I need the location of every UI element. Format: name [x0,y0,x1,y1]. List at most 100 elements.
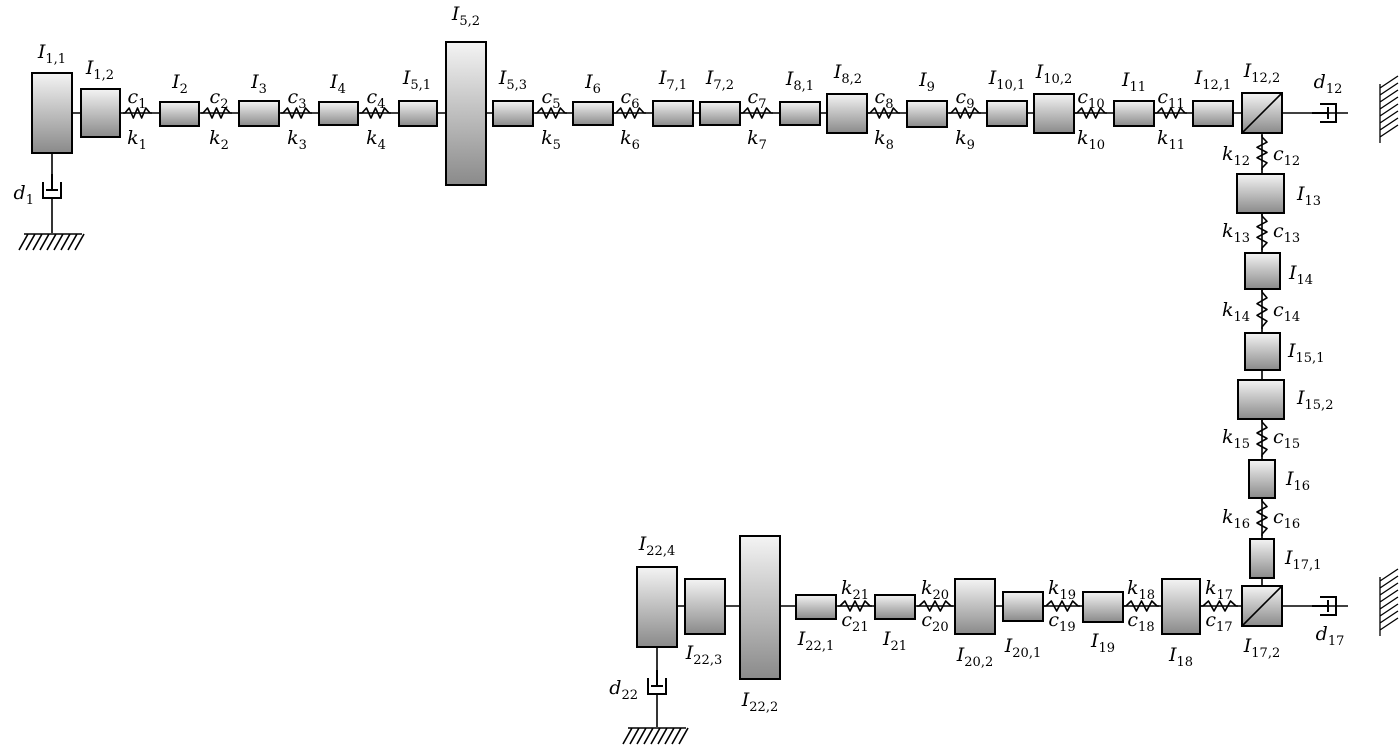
label-c2: c2 [210,86,229,112]
inertia-i1-1 [31,72,73,154]
spring-3 [281,107,312,119]
inertia-i6 [572,101,614,126]
inertia-i21 [874,594,916,620]
label-k13: k13 [1222,220,1250,246]
label-k8: k8 [874,127,894,153]
label-i10-1: I10,1 [988,67,1025,93]
wall-d12 [1379,75,1399,143]
label-c13: c13 [1273,220,1300,246]
label-c3: c3 [288,86,307,112]
label-k9: k9 [955,127,975,153]
label-i14: I14 [1288,262,1313,288]
label-i11: I11 [1121,69,1146,95]
inertia-i1-2 [80,88,121,138]
label-c4: c4 [367,86,386,112]
inertia-i22-1 [795,594,837,620]
label-i9: I9 [918,69,935,95]
spring-2 [201,107,232,119]
spring-10 [1075,107,1107,119]
label-d17: d17 [1316,623,1345,649]
label-c9: c9 [956,86,975,112]
label-k12: k12 [1222,143,1250,169]
label-k19: k19 [1048,577,1076,603]
label-c10: c10 [1077,86,1104,112]
label-i1-1: I1,1 [37,41,66,67]
label-d22: d22 [609,677,638,703]
label-i22-4: I22,4 [638,533,675,559]
label-c8: c8 [875,86,894,112]
inertia-i13 [1236,173,1285,214]
label-i7-2: I7,2 [705,67,734,93]
spring-1 [123,107,152,119]
label-k2: k2 [209,127,229,153]
spring-9 [949,107,981,119]
label-c15: c15 [1273,426,1300,452]
spring-13 [1256,214,1268,250]
inertia-i22-4 [636,566,678,648]
inertia-i8-1 [779,101,821,126]
label-k21: k21 [841,577,869,603]
inertia-i9 [906,100,948,128]
label-i13: I13 [1296,183,1321,209]
label-i17-1: I17,1 [1284,547,1321,573]
bevel-gear-mark-i17-2 [1241,585,1283,627]
label-k1: k1 [127,127,147,153]
spring-17 [1201,600,1238,612]
ground-d22 [622,727,689,745]
label-i8-1: I8,1 [785,68,814,94]
label-c11: c11 [1157,86,1184,112]
label-k15: k15 [1222,426,1250,452]
inertia-i20-2 [954,578,996,635]
label-k11: k11 [1157,127,1185,153]
label-k10: k10 [1077,127,1105,153]
inertia-i12-1 [1192,100,1234,127]
label-i18: I18 [1168,644,1193,670]
label-i4: I4 [329,71,346,97]
label-c20: c20 [921,609,948,635]
inertia-i15-2 [1237,379,1285,420]
spring-4 [360,107,391,119]
label-k20: k20 [921,577,949,603]
label-i19: I19 [1090,630,1115,656]
label-i7-1: I7,1 [658,67,687,93]
inertia-i17-1 [1249,538,1275,579]
inertias [31,41,1285,680]
spring-20 [917,600,953,612]
inertia-i11 [1113,100,1155,127]
label-i20-2: I20,2 [956,644,993,670]
inertia-i4 [318,101,359,126]
label-k16: k16 [1222,506,1250,532]
inertia-i15-1 [1244,332,1281,371]
damper-d22 [647,670,667,695]
inertia-i2 [159,101,200,127]
label-i1-2: I1,2 [85,57,114,83]
inertia-i5-1 [398,100,438,127]
springs [123,107,1268,612]
inertia-i18 [1161,578,1201,635]
label-d12: d12 [1314,71,1343,97]
spring-12 [1256,135,1268,170]
spring-18 [1124,600,1159,612]
label-i22-2: I22,2 [741,689,778,715]
label-k6: k6 [620,127,640,153]
spring-11 [1155,107,1187,119]
label-c7: c7 [748,86,767,112]
wall-d17 [1379,568,1399,636]
inertia-i10-2 [1033,93,1075,134]
label-c16: c16 [1273,506,1300,532]
inertia-i8-2 [826,93,868,134]
inertia-i7-2 [699,101,741,126]
spring-14 [1256,290,1268,329]
inertia-i5-2 [445,41,487,186]
label-i17-2: I17,2 [1243,635,1280,661]
inertia-i14 [1244,252,1281,290]
spring-8 [868,107,900,119]
label-i22-3: I22,3 [685,642,722,668]
inertia-i16 [1248,459,1276,499]
label-i12-2: I12,2 [1243,60,1280,86]
inertia-i22-2 [739,535,781,680]
label-i5-3: I5,3 [498,67,527,93]
ground-supports [18,75,1399,745]
